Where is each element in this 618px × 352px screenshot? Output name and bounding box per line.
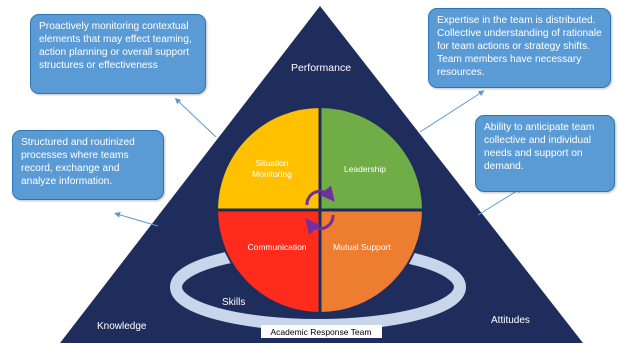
connector-arrow-top-right [419,90,485,133]
callout-communication: Structured and routinized processes wher… [12,130,164,200]
mutual-support-label: Mutual Support [333,242,391,252]
leadership-label: Leadership [344,164,386,174]
performance-label: Performance [291,62,351,74]
connector-arrow-middle-right [477,187,523,216]
ring-label-box [261,325,382,338]
ring-label: Academic Response Team [271,327,372,337]
quadrant-circle [217,107,423,313]
cycle-arrows-icon [305,185,335,235]
callout-situation-monitoring: Proactively monitoring contextual elemen… [30,14,206,94]
connector-arrow-top-left [174,97,217,138]
attitudes-label: Attitudes [491,315,530,326]
callout-leadership: Expertise in the team is distributed. Co… [428,8,611,88]
connector-arrow-middle-left [114,211,159,227]
knowledge-label: Knowledge [97,321,147,332]
skills-label: Skills [222,297,245,308]
callout-mutual-support: Ability to anticipate team collective an… [475,115,615,192]
communication-label: Communication [247,242,306,252]
